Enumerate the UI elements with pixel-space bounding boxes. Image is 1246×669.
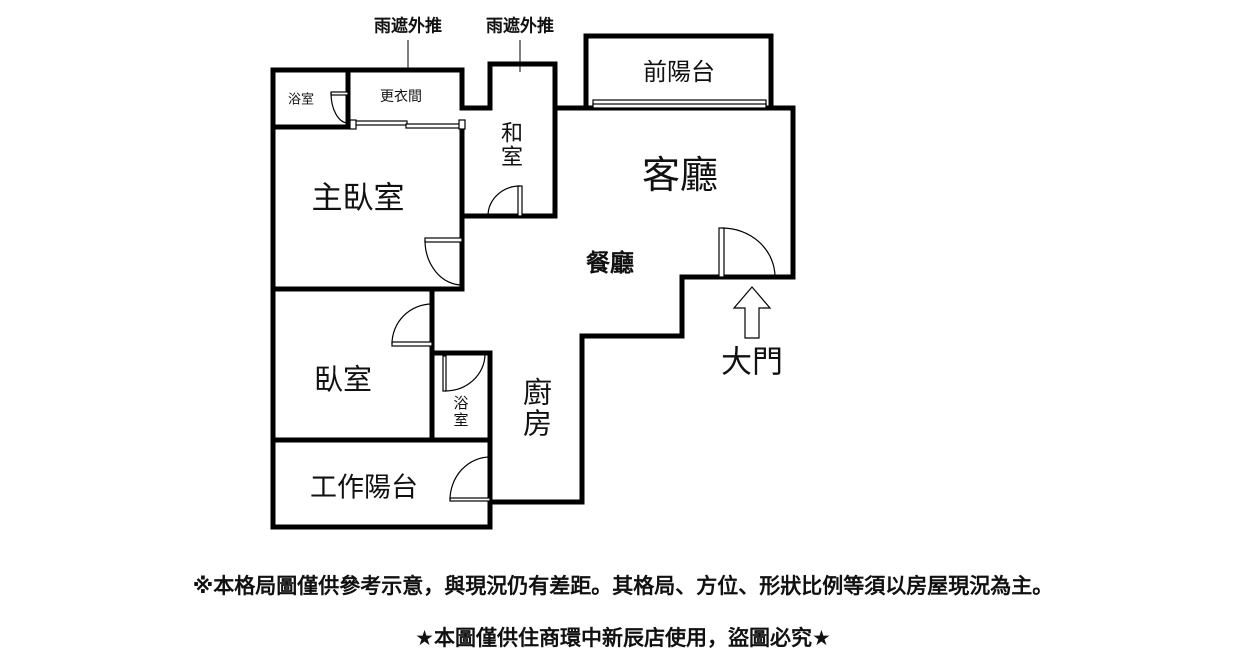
disclaimer-text: ※本格局圖僅供參考示意，與現況仍有差距。其格局、方位、形狀比例等須以房屋現況為主… <box>192 574 1054 598</box>
room-bath-master: 浴室 <box>287 92 315 108</box>
main-door-label: 大門 <box>721 344 783 381</box>
room-japanese: 和室 <box>497 121 522 169</box>
room-service-balcony: 工作陽台 <box>310 472 418 504</box>
leader-lines <box>407 40 521 72</box>
room-bedroom: 臥室 <box>313 362 373 397</box>
rain-shelter-label-right: 雨遮外推 <box>486 16 554 37</box>
room-bath-small: 浴室 <box>451 395 470 429</box>
front-door-leaf <box>718 227 725 278</box>
room-front-balcony: 前陽台 <box>643 58 715 86</box>
windows-doors <box>330 91 776 502</box>
room-master-bedroom: 主臥室 <box>311 180 405 217</box>
room-walk-in-closet: 更衣間 <box>380 89 422 105</box>
room-living: 客廳 <box>641 153 719 197</box>
walls <box>270 33 796 530</box>
entrance-arrow-icon <box>732 286 772 339</box>
rain-shelter-label-left: 雨遮外推 <box>374 16 442 37</box>
copyright-text: ★本圖僅供住商環中新辰店使用，盜圖必究★ <box>415 626 831 650</box>
closet-sliding-door <box>351 120 408 126</box>
room-dining: 餐廳 <box>586 249 634 277</box>
room-kitchen: 廚房 <box>518 377 553 439</box>
